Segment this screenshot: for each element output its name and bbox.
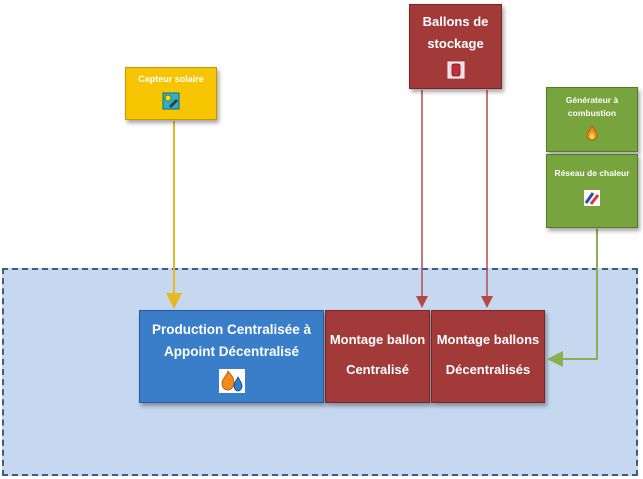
production-centralisee-node: Production Centralisée à Appoint Décentr… bbox=[139, 310, 324, 403]
reseau-label: Réseau de chaleur bbox=[554, 168, 630, 178]
generateur-label-line2: combustion bbox=[567, 108, 617, 118]
storage-tank-icon bbox=[447, 61, 464, 79]
montage-ballons-decentralises-node: Montage ballons Décentralisés bbox=[431, 310, 545, 403]
fire-water-icon bbox=[218, 369, 245, 393]
generateur-combustion-node: Générateur à combustion bbox=[546, 87, 638, 152]
montage-decentralises-line2: Décentralisés bbox=[445, 362, 531, 377]
capteur-solaire-node: Capteur solaire bbox=[125, 67, 217, 120]
production-label-line2: Appoint Décentralisé bbox=[163, 344, 300, 359]
generateur-label-line1: Générateur à bbox=[565, 95, 619, 105]
arrow-reseau-decentralises bbox=[547, 229, 598, 367]
heat-network-icon bbox=[584, 190, 600, 206]
flame-icon bbox=[586, 125, 598, 141]
production-label-line1: Production Centralisée à bbox=[151, 322, 312, 337]
ballons-label-line2: stockage bbox=[427, 36, 484, 51]
montage-decentralises-line1: Montage ballons bbox=[436, 332, 540, 347]
montage-centralise-line2: Centralisé bbox=[346, 362, 409, 377]
ballons-label-line1: Ballons de bbox=[422, 14, 489, 29]
montage-centralise-line1: Montage ballon bbox=[329, 332, 426, 347]
solar-collector-icon bbox=[162, 92, 180, 110]
capteur-solaire-label: Capteur solaire bbox=[138, 74, 204, 84]
ballons-stockage-node: Ballons de stockage bbox=[409, 4, 502, 89]
montage-ballon-centralise-node: Montage ballon Centralisé bbox=[325, 310, 430, 403]
reseau-chaleur-node: Réseau de chaleur bbox=[546, 154, 638, 228]
